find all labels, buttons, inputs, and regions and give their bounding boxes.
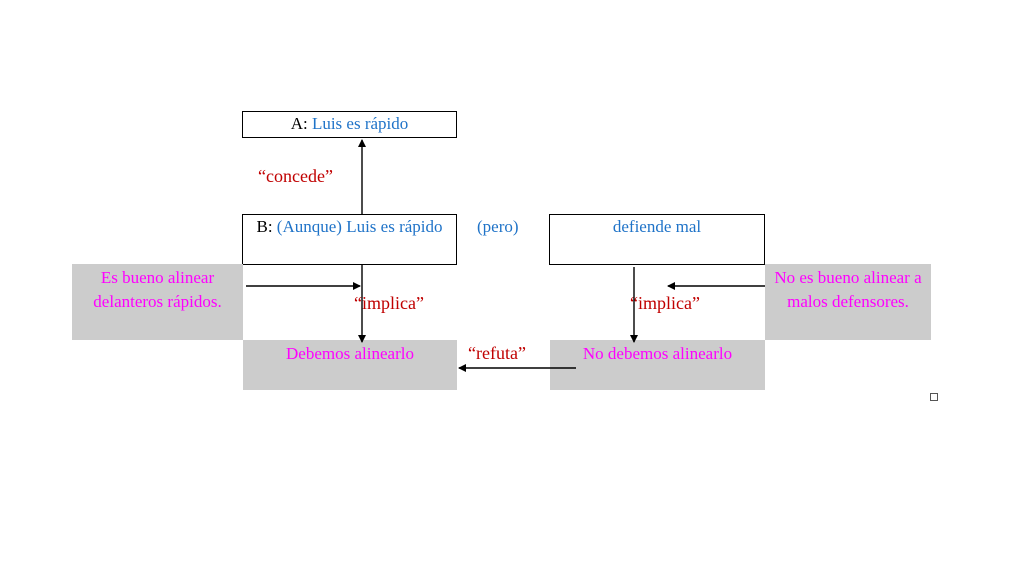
box-es-bueno: Es bueno alinear delanteros rápidos. bbox=[72, 264, 243, 340]
box-no-debemos: No debemos alinearlo bbox=[550, 340, 765, 390]
box-a-label: A: bbox=[290, 114, 308, 133]
box-no-es-bueno: No es bueno alinear a malos defensores. bbox=[765, 264, 931, 340]
box-defiende-mal: defiende mal bbox=[549, 214, 765, 265]
box-debemos: Debemos alinearlo bbox=[243, 340, 457, 390]
implica-left-label: “implica” bbox=[354, 293, 424, 313]
box-no-debemos-text: No debemos alinearlo bbox=[582, 344, 733, 363]
box-defiende-mal-text: defiende mal bbox=[612, 217, 702, 236]
concede-label: “concede” bbox=[258, 166, 333, 186]
box-b-text: (Aunque) Luis es rápido bbox=[276, 217, 443, 236]
box-es-bueno-text: Es bueno alinear delanteros rápidos. bbox=[93, 268, 222, 311]
box-a: A: Luis es rápido bbox=[242, 111, 457, 138]
box-a-text: Luis es rápido bbox=[311, 114, 409, 133]
small-square-icon bbox=[930, 393, 938, 401]
box-b: B: (Aunque) Luis es rápido bbox=[242, 214, 457, 265]
pero-connector: (pero) bbox=[477, 217, 519, 236]
box-no-es-bueno-text: No es bueno alinear a malos defensores. bbox=[774, 268, 922, 311]
box-b-label: B: bbox=[256, 217, 273, 236]
refuta-label: “refuta” bbox=[468, 343, 526, 363]
box-debemos-text: Debemos alinearlo bbox=[286, 344, 414, 363]
implica-right-label: “implica” bbox=[630, 293, 700, 313]
